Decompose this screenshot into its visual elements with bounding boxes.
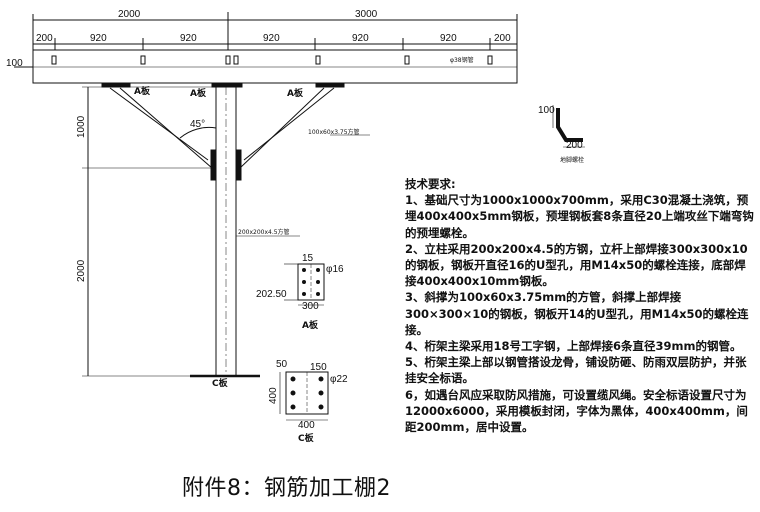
figure-caption: 附件8：钢筋加工棚2 [182, 476, 391, 501]
brace-left [109, 87, 213, 169]
anchor-bolt-shape [556, 108, 583, 142]
column-pipe-label: 200x200x4.5方管 [238, 228, 290, 236]
anchor-caption: 地脚螺栓 [560, 156, 584, 164]
dim-height-upper: 1000 [76, 115, 87, 138]
technical-requirements: 技术要求: 1、基础尺寸为1000x1000x700mm，采用C30混凝土浇筑，… [405, 176, 755, 435]
pipe-label: φ38钢管 [450, 56, 474, 64]
tech-item-2: 2、立柱采用200x200x4.5的方钢，立杆上部焊接300x300x10的钢板… [405, 241, 748, 289]
tech-item-5: 5、桁架主梁上部以钢管搭设龙骨，铺设防砸、防雨双层防护，并张挂安全标语。 [405, 355, 747, 386]
roof-beam [32, 49, 518, 84]
tech-item-6: 6，如遇台风应采取防风措施，可设置缆风绳。安全标语设置尺寸为12000x6000… [405, 387, 748, 435]
tech-item-3: 3、斜撑为100x60x3.75mm的方管，斜撑上部焊接300×300×10的钢… [405, 290, 749, 337]
plate-a-detail [284, 263, 325, 306]
plate-c-dim-side: 400 [268, 387, 279, 404]
plate-c-detail [279, 371, 329, 421]
dim-seg-6: 920 [440, 33, 457, 44]
anchor-dim-top: 100 [538, 105, 555, 116]
plate-a-caption: A板 [302, 319, 319, 331]
plate-c-dim-top-right: 150 [310, 362, 327, 373]
tech-title: 技术要求: [405, 177, 456, 191]
plate-c-label: C板 [212, 377, 229, 389]
angle-label: 45° [190, 119, 205, 130]
plate-a-left-label: A板 [134, 85, 151, 97]
tech-item-4: 4、桁架主梁采用18号工字钢，上部焊接6条直径39mm的钢管。 [405, 339, 742, 354]
dim-seg-2: 920 [90, 33, 107, 44]
anchor-dim-bottom: 200 [566, 140, 583, 151]
plate-a-dim-bottom: 300 [302, 301, 319, 312]
tech-item-1: 1、基础尺寸为1000x1000x700mm，采用C30混凝土浇筑，预埋400x… [405, 193, 754, 240]
plate-c-hole: φ22 [330, 374, 348, 385]
dim-seg-4: 920 [263, 33, 280, 44]
plate-a-center [211, 82, 243, 88]
plate-c-dim-top-left: 50 [276, 359, 288, 370]
dim-top-right: 3000 [355, 9, 378, 20]
dim-seg-7: 200 [494, 33, 511, 44]
angle-arc [179, 126, 217, 139]
pipe-stubs [51, 55, 493, 65]
plate-c-caption: C板 [298, 432, 315, 444]
dim-height-lower: 2000 [76, 259, 87, 282]
plate-a-hole: φ16 [326, 264, 344, 275]
plate-a-center-label: A板 [190, 87, 207, 99]
dim-seg-3: 920 [180, 33, 197, 44]
plate-a-dim-top: 15 [302, 253, 314, 264]
plate-a-right [315, 82, 345, 88]
brace-pipe-label: 100x60x3.75方管 [308, 128, 360, 136]
dim-seg-5: 920 [352, 33, 369, 44]
plate-c-dim-bottom: 400 [298, 420, 315, 431]
plate-a-right-label: A板 [287, 87, 304, 99]
dim-top-left: 2000 [118, 9, 141, 20]
brace-right [239, 87, 335, 169]
plate-a-left [101, 82, 131, 88]
dim-overhang: 100 [6, 58, 23, 69]
dim-seg-1: 200 [36, 33, 53, 44]
plate-a-dim-side: 202.50 [256, 289, 287, 300]
